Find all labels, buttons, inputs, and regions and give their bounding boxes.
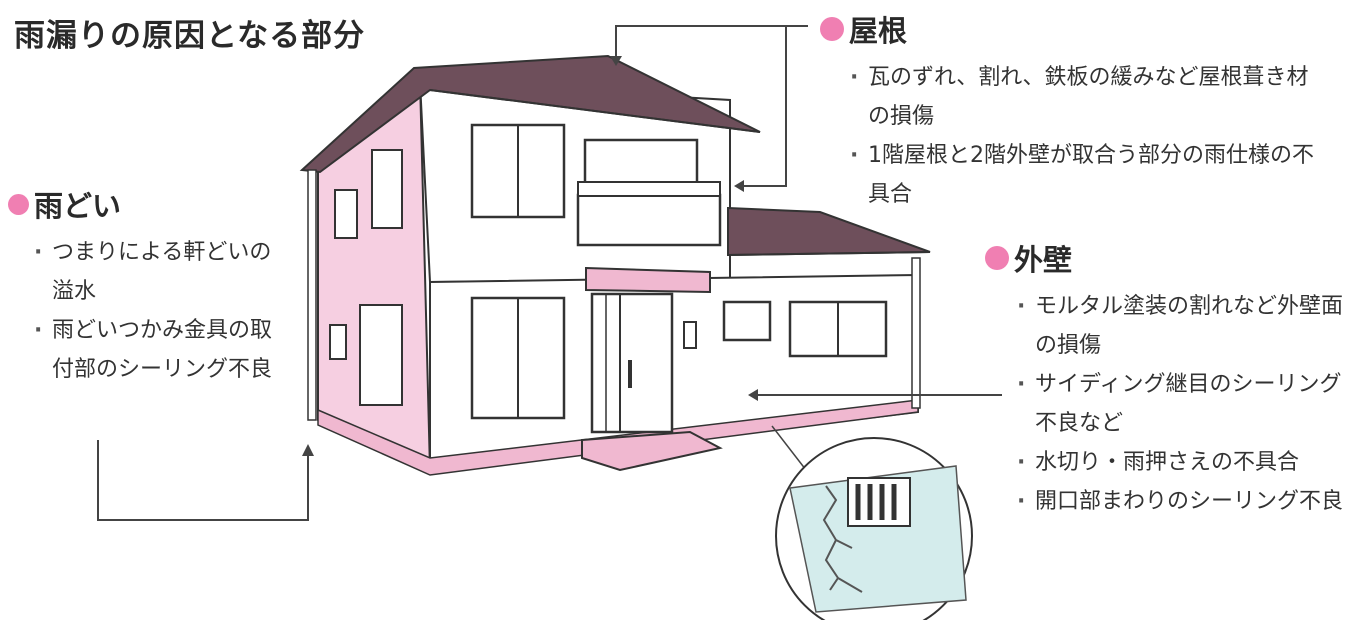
- list-item: モルタル塗装の割れなど外壁面の損傷: [1011, 287, 1356, 365]
- gutter-pointer-line: [97, 440, 309, 521]
- list-item: 1階屋根と2階外壁が取合う部分の雨仕様の不具合: [844, 136, 1316, 214]
- gutter-list: つまりによる軒どいの溢水 雨どいつかみ金具の取付部のシーリング不良: [28, 233, 290, 389]
- crack-pointer-line: [771, 425, 807, 471]
- side-window-2: [371, 149, 403, 229]
- roof-heading-text: 屋根: [849, 14, 908, 48]
- list-item: 水切り・雨押さえの不具合: [1011, 443, 1356, 482]
- wall-heading-text: 外壁: [1014, 243, 1073, 277]
- list-item: つまりによる軒どいの溢水: [28, 233, 290, 311]
- roof-junction-pointer-line: [740, 25, 808, 187]
- wall-section: 外壁 モルタル塗装の割れなど外壁面の損傷 サイディング継目のシーリング不良など …: [985, 237, 1359, 521]
- lower-window-small: [722, 300, 772, 342]
- gutter-heading: 雨どい: [8, 183, 308, 225]
- pink-bullet-icon: [8, 193, 29, 215]
- list-item: 開口部まわりのシーリング不良: [1011, 482, 1356, 521]
- gutter-section: 雨どい つまりによる軒どいの溢水 雨どいつかみ金具の取付部のシーリング不良: [8, 183, 308, 389]
- lower-roof: [727, 206, 931, 257]
- pink-bullet-icon: [985, 246, 1009, 270]
- side-window-4: [329, 324, 347, 360]
- list-item: サイディング継目のシーリング不良など: [1011, 365, 1356, 443]
- roof-section: 屋根 瓦のずれ、割れ、鉄板の緩みなど屋根葺き材の損傷 1階屋根と2階外壁が取合う…: [820, 8, 1340, 214]
- list-item: 雨どいつかみ金具の取付部のシーリング不良: [28, 311, 290, 389]
- entrance-step: [581, 430, 723, 472]
- wall-crack: [822, 485, 863, 593]
- balcony: [576, 193, 722, 247]
- door-canopy: [585, 266, 711, 294]
- house-side-wall: [317, 77, 432, 472]
- roof-heading: 屋根: [820, 8, 1340, 50]
- roof-list: 瓦のずれ、割れ、鉄板の緩みなど屋根葺き材の損傷 1階屋根と2階外壁が取合う部分の…: [844, 58, 1316, 214]
- side-window-3: [359, 304, 403, 406]
- downspout-left: [307, 169, 317, 421]
- roof-pointer-line: [615, 25, 808, 62]
- pink-bullet-icon: [820, 17, 844, 41]
- list-item: 瓦のずれ、割れ、鉄板の緩みなど屋根葺き材の損傷: [844, 58, 1316, 136]
- wall-list: モルタル塗装の割れなど外壁面の損傷 サイディング継目のシーリング不良など 水切り…: [1011, 287, 1356, 521]
- wall-heading: 外壁: [985, 237, 1359, 279]
- side-window-1: [334, 189, 358, 239]
- downspout-right: [911, 257, 921, 409]
- gutter-heading-text: 雨どい: [34, 189, 122, 223]
- page-title: 雨漏りの原因となる部分: [14, 18, 366, 54]
- intercom: [683, 321, 697, 349]
